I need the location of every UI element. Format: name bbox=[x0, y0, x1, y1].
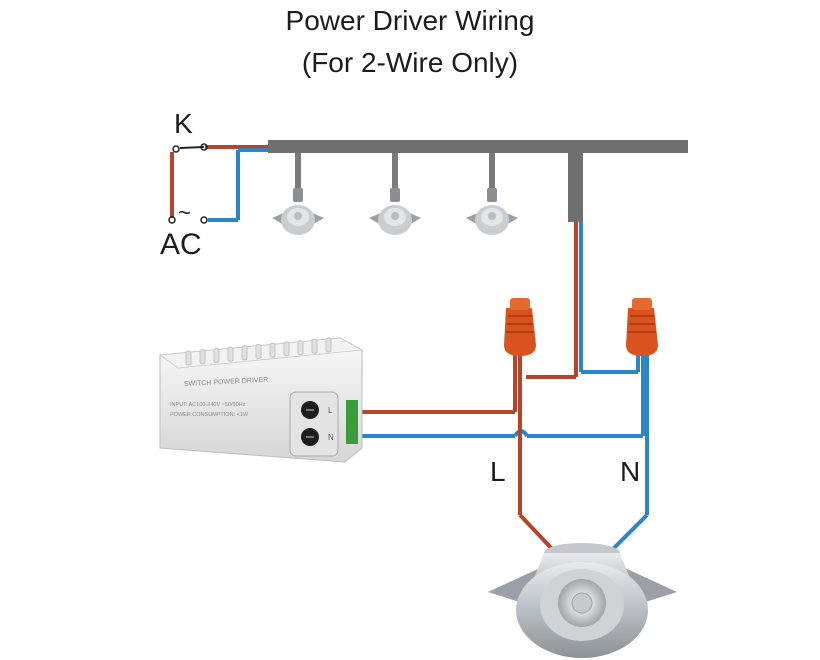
driver-vent-rib bbox=[283, 341, 290, 357]
bus-bar bbox=[268, 140, 688, 222]
driver-terminal-n: N bbox=[328, 433, 334, 442]
driver-vent-rib bbox=[199, 349, 206, 365]
driver-vent-rib bbox=[325, 337, 332, 353]
small-downlight bbox=[272, 153, 324, 235]
downlight-group bbox=[272, 153, 518, 235]
ac-label: AC bbox=[160, 228, 202, 261]
driver-vent-rib bbox=[297, 340, 304, 356]
diagram-subtitle: (For 2-Wire Only) bbox=[301, 47, 519, 78]
driver-terminal-l: L bbox=[328, 406, 333, 415]
driver-wires bbox=[356, 355, 649, 554]
driver-input-text: INPUT: AC100-240V ~50/60Hz bbox=[170, 402, 246, 408]
driver-consumption-text: POWER CONSUMPTION: <1W bbox=[170, 412, 249, 418]
driver-vent-rib bbox=[255, 344, 262, 359]
driver-vent-rib bbox=[227, 346, 234, 362]
driver-brand-text: SWITCH POWER DRIVER bbox=[184, 377, 269, 388]
driver-vent-rib bbox=[241, 345, 248, 361]
neutral-label: N bbox=[620, 456, 641, 487]
feed-wires bbox=[526, 222, 638, 379]
wire-connector-live bbox=[504, 298, 536, 356]
driver-vent-rib bbox=[311, 338, 318, 354]
live-label: L bbox=[490, 456, 506, 487]
driver-vent-rib bbox=[213, 347, 220, 363]
driver-vent-rib bbox=[269, 342, 276, 358]
power-driver bbox=[158, 337, 364, 463]
ac-tilde-symbol: ~ bbox=[178, 200, 191, 225]
large-downlight bbox=[488, 543, 677, 658]
driver-vent-rib bbox=[185, 350, 192, 366]
wire-connector-neutral bbox=[626, 298, 658, 356]
diagram-title: Power Driver Wiring bbox=[285, 5, 535, 36]
small-downlight bbox=[369, 153, 421, 235]
ac-source bbox=[168, 148, 268, 224]
small-downlight bbox=[466, 153, 518, 235]
switch-label-k: K bbox=[174, 108, 193, 139]
